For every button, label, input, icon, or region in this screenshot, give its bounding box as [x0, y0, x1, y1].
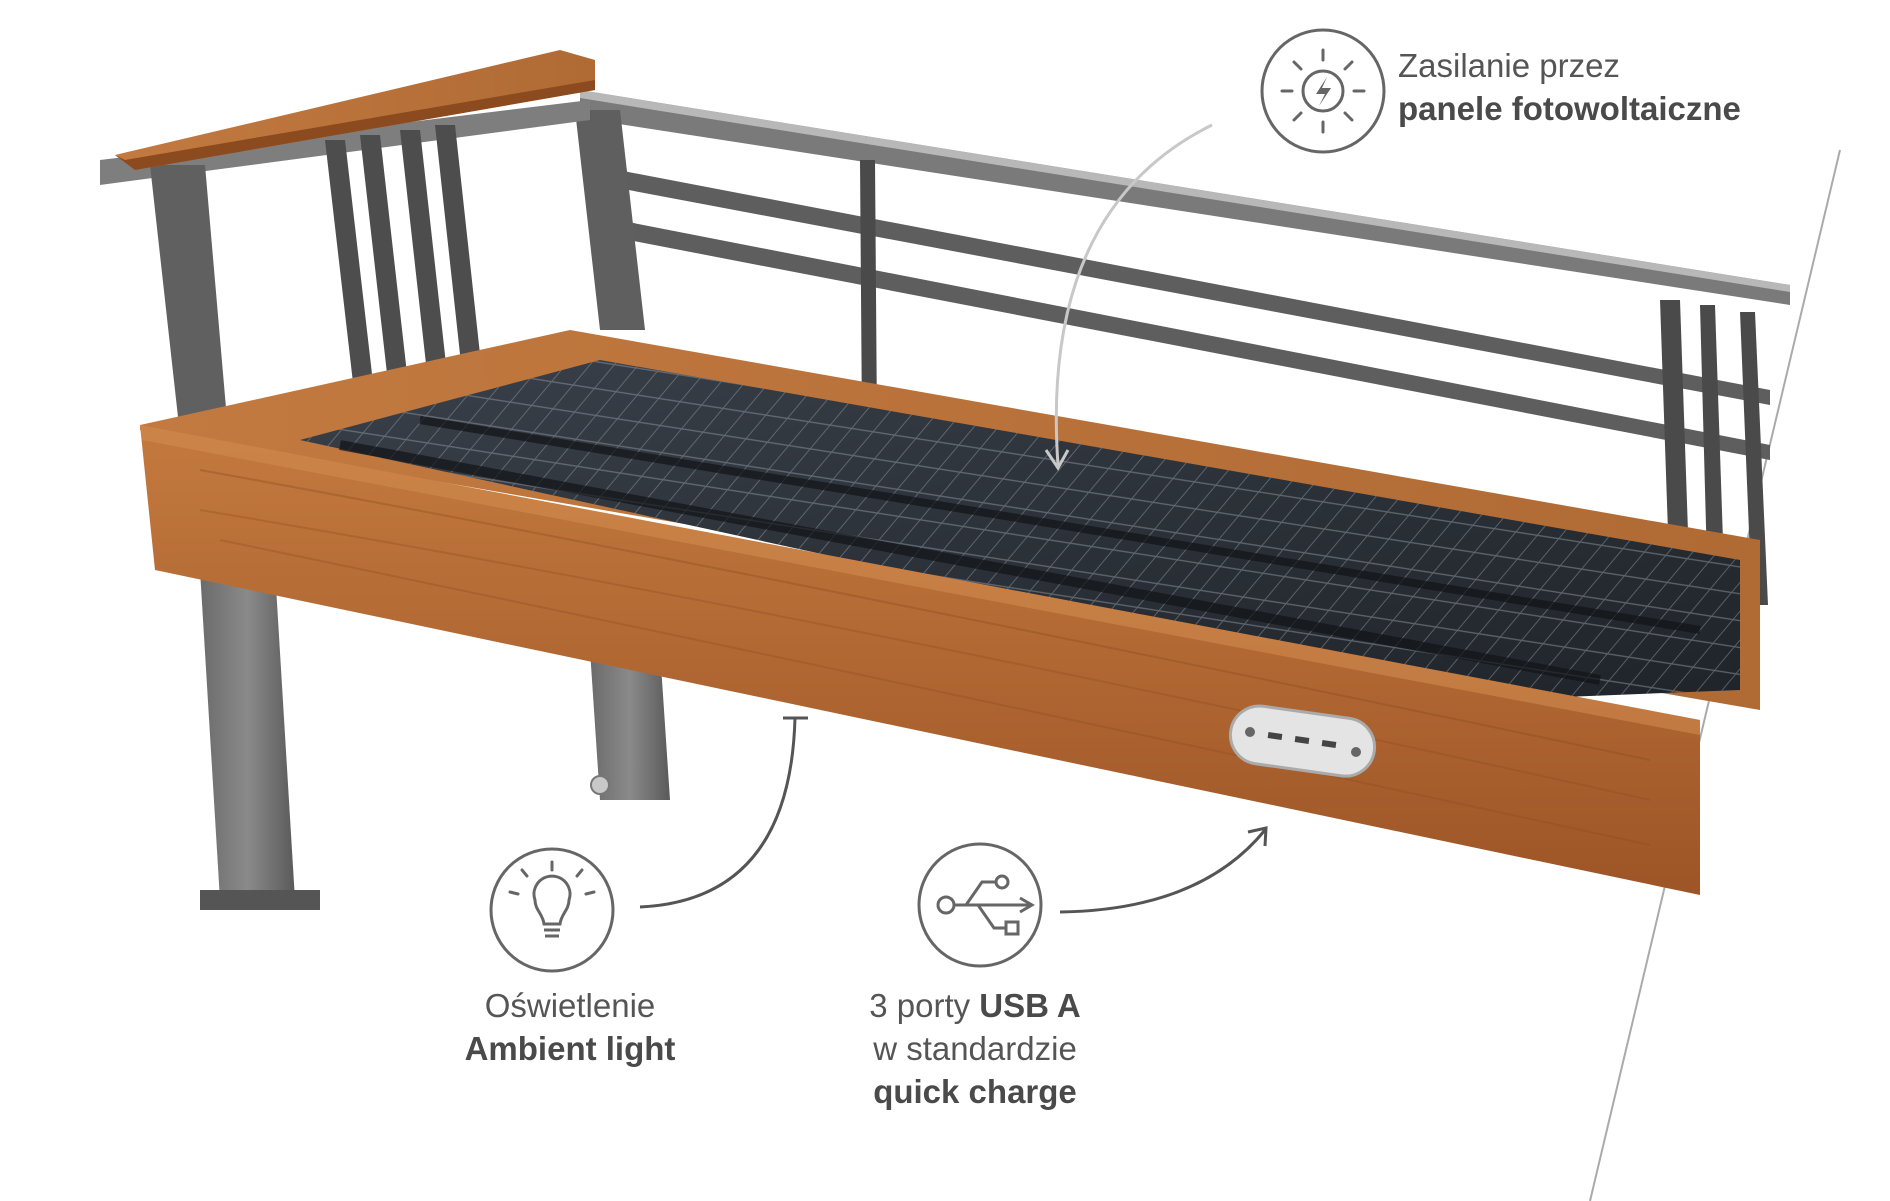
solar-callout-arrow	[1054, 123, 1213, 466]
light-callout-line2: Ambient light	[464, 1030, 676, 1067]
usb-port-plate	[1228, 704, 1377, 778]
backrest-rails	[575, 90, 1790, 605]
usb-callout-line1-prefix: 3 porty	[869, 987, 980, 1024]
solar-callout-line2: panele fotowoltaiczne	[1398, 90, 1741, 127]
usb-callout-icon-group	[917, 842, 1043, 968]
solar-callout-icon-group	[1260, 28, 1386, 154]
light-callout-line1: Oświetlenie	[484, 987, 656, 1024]
bench-legs	[200, 570, 670, 910]
seat-top	[140, 330, 1760, 710]
wooden-armrest	[115, 50, 595, 170]
usb-callout-line3: quick charge	[873, 1073, 1077, 1110]
light-callout-label: Oświetlenie Ambient light	[420, 984, 720, 1070]
usb-callout-line1-bold: USB A	[979, 987, 1081, 1024]
light-callout-arrow	[639, 717, 797, 909]
light-callout-icon-group	[489, 847, 615, 973]
solar-callout-label: Zasilanie przez panele fotowoltaiczne	[1398, 44, 1741, 130]
front-wood-beam	[140, 425, 1700, 895]
solar-callout-line1: Zasilanie przez	[1398, 47, 1620, 84]
usb-callout-arrow	[1059, 829, 1267, 914]
usb-callout-label: 3 porty USB A w standardzie quick charge	[840, 984, 1110, 1113]
usb-callout-line2: w standardzie	[873, 1030, 1077, 1067]
